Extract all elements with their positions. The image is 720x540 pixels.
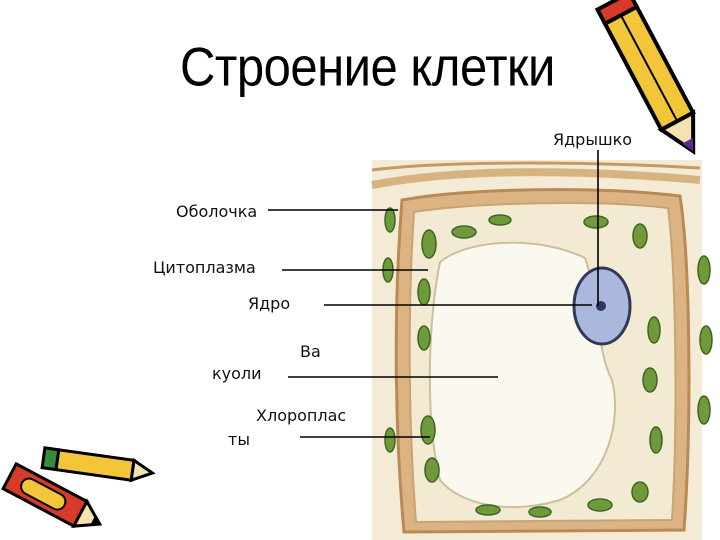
page-title: Строение клетки [180,37,555,98]
chloroplasts [382,207,713,518]
label-vacuole-part2: куоли [212,364,262,383]
pencil-icon-bottom-left-yellow [40,446,156,483]
label-nucleus: Ядро [248,294,291,313]
pencil-icon-top-right [594,0,696,156]
nucleus [572,266,632,346]
label-vacuole-part1: Ва [300,342,321,361]
pencil-icon-bottom-left-red [1,461,103,529]
label-cytoplasm: Цитоплазма [153,258,256,277]
pointer-lines [268,150,599,438]
label-chloroplast-part1: Хлороплас [256,406,347,425]
label-membrane: Оболочка [176,202,258,221]
label-chloroplast-part2: ты [228,430,250,449]
label-nucleolus: Ядрышко [553,130,633,149]
